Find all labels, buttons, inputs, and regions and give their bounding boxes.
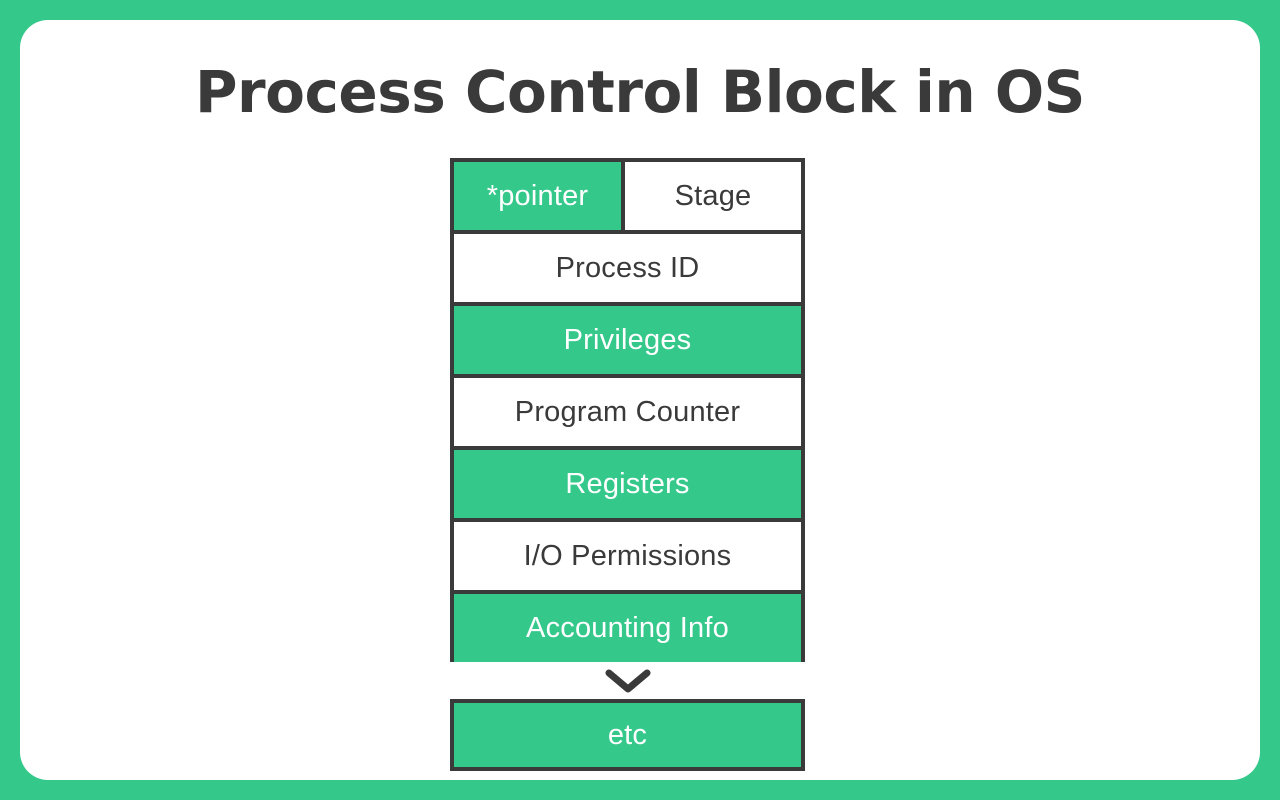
pcb-cell-stage: Stage xyxy=(625,162,801,230)
table-row: *pointer Stage xyxy=(450,158,805,230)
table-row: Registers xyxy=(450,446,805,518)
pcb-cell-accounting-info: Accounting Info xyxy=(454,594,801,662)
connector xyxy=(450,662,805,699)
pcb-cell-io-permissions: I/O Permissions xyxy=(454,522,801,590)
pcb-cell-registers: Registers xyxy=(454,450,801,518)
table-row: Privileges xyxy=(450,302,805,374)
pcb-cell-etc: etc xyxy=(454,703,801,767)
table-row: Accounting Info xyxy=(450,590,805,662)
table-row: Process ID xyxy=(450,230,805,302)
process-control-block-diagram: *pointer Stage Process ID Privileges Pro… xyxy=(450,158,805,771)
table-row: I/O Permissions xyxy=(450,518,805,590)
pcb-cell-pointer: *pointer xyxy=(454,162,625,230)
page-title: Process Control Block in OS xyxy=(195,58,1085,126)
table-row: Program Counter xyxy=(450,374,805,446)
pcb-cell-privileges: Privileges xyxy=(454,306,801,374)
pcb-cell-program-counter: Program Counter xyxy=(454,378,801,446)
table-row: etc xyxy=(450,699,805,771)
chevron-down-icon xyxy=(604,668,652,694)
pcb-cell-process-id: Process ID xyxy=(454,234,801,302)
content-card: Process Control Block in OS *pointer Sta… xyxy=(20,20,1260,780)
